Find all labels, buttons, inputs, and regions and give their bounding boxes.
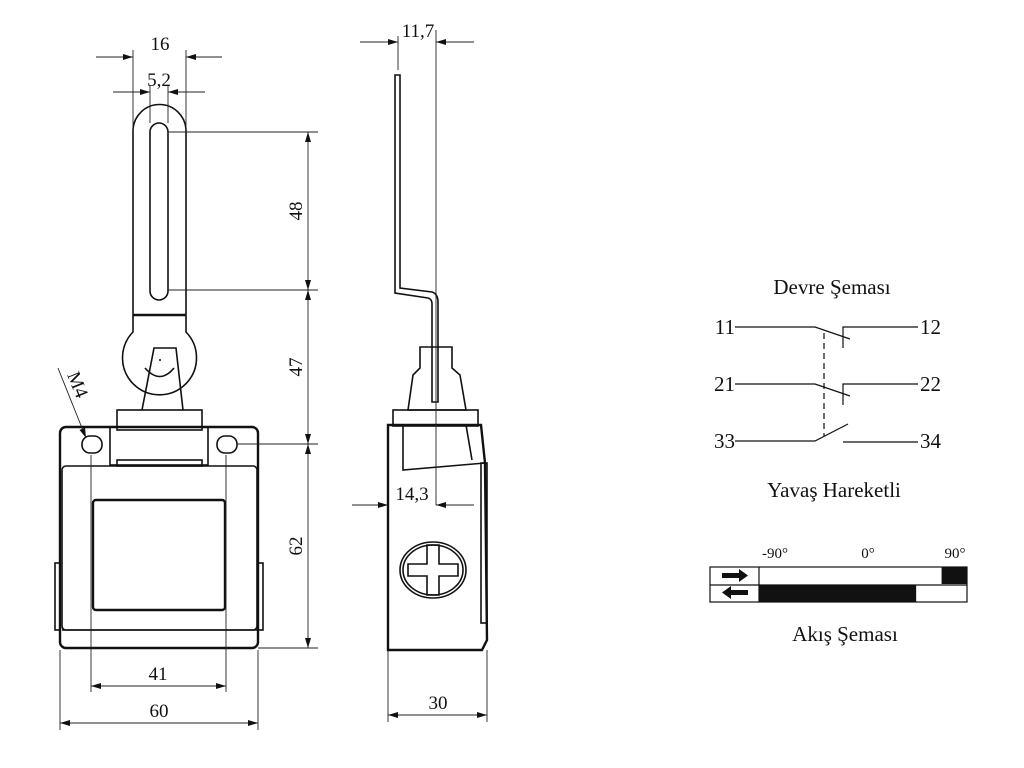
reverse-active-bar bbox=[759, 585, 917, 602]
flow-caption: Akış Şeması bbox=[792, 622, 898, 646]
circuit-title: Devre Şeması bbox=[773, 275, 890, 299]
side-actuator-head bbox=[407, 346, 467, 411]
terminal-11: 11 bbox=[715, 315, 735, 339]
flow-diagram: -90° 0° 90° Akış Şeması bbox=[709, 546, 968, 646]
side-lever bbox=[394, 74, 439, 403]
dim-axis-offset: 14,3 bbox=[395, 484, 428, 505]
front-view: 16 5,2 48 47 62 41 60 M4 bbox=[54, 34, 318, 730]
dim-lever-width: 16 bbox=[151, 34, 170, 55]
dim-body-width: 60 bbox=[150, 701, 169, 722]
mounting-hole-right bbox=[216, 435, 238, 454]
flow-label-zero: 0° bbox=[861, 546, 875, 562]
dim-lever-offset: 11,7 bbox=[402, 21, 435, 42]
screw-head bbox=[399, 541, 467, 599]
actuator-base bbox=[116, 409, 203, 431]
terminal-33: 33 bbox=[714, 429, 735, 453]
lever-slot bbox=[149, 122, 169, 301]
dim-body-depth: 30 bbox=[429, 693, 448, 714]
side-view: 11,7 14,3 30 bbox=[352, 21, 489, 722]
dim-slot-length: 48 bbox=[286, 202, 307, 221]
flow-label-min: -90° bbox=[762, 546, 788, 562]
terminal-12: 12 bbox=[920, 315, 941, 339]
forward-arrow-icon bbox=[722, 569, 748, 582]
cover-window bbox=[91, 498, 227, 612]
terminal-21: 21 bbox=[714, 372, 735, 396]
circuit-caption: Yavaş Hareketli bbox=[767, 478, 901, 502]
terminal-34: 34 bbox=[920, 429, 942, 453]
dim-slot-width: 5,2 bbox=[147, 70, 171, 91]
dim-hole-spacing: 41 bbox=[149, 664, 168, 685]
circuit-diagram: Devre Şeması 11 12 21 22 33 34 Yavaş Har… bbox=[714, 275, 942, 502]
dim-body-height: 62 bbox=[286, 537, 307, 556]
lever-pivot bbox=[121, 315, 198, 396]
dim-pivot-to-hole: 47 bbox=[286, 358, 307, 377]
terminal-22: 22 bbox=[920, 372, 941, 396]
forward-active-bar bbox=[941, 567, 967, 584]
actuator-cone bbox=[141, 347, 184, 411]
dim-thread: M4 bbox=[62, 369, 92, 402]
lever-arm bbox=[132, 103, 187, 315]
reverse-arrow-icon bbox=[722, 586, 748, 599]
flow-label-max: 90° bbox=[945, 546, 966, 562]
mounting-hole-left bbox=[81, 435, 103, 454]
